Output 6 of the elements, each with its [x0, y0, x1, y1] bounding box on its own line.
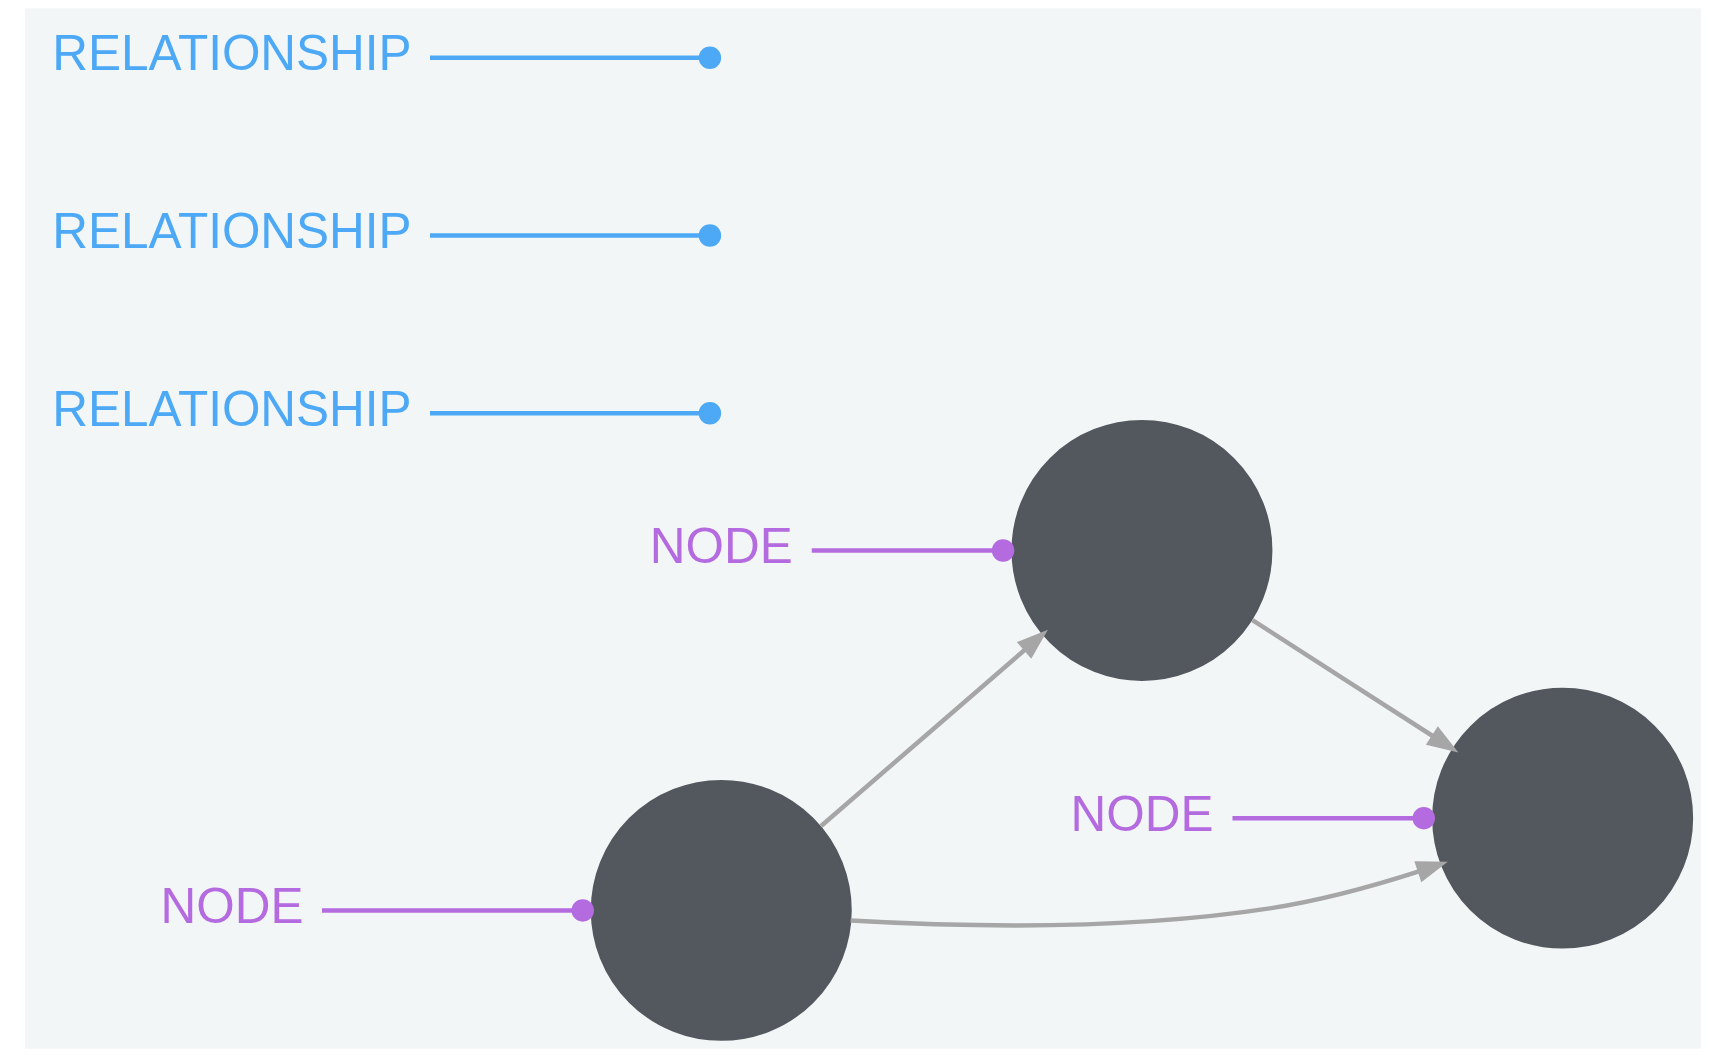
- node-text: RELATIONSHIP: [51, 380, 412, 436]
- node-text: RELATIONSHIP: [51, 203, 412, 259]
- node-text: NODE: [1069, 785, 1213, 841]
- node-text: NODE: [649, 518, 793, 574]
- node-text: NODE: [159, 877, 303, 933]
- node-text: RELATIONSHIP: [51, 25, 412, 81]
